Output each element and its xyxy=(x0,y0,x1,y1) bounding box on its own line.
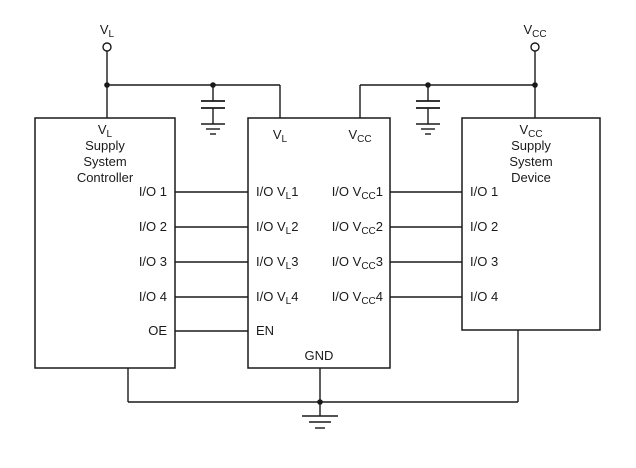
device-block-outline xyxy=(461,117,601,331)
junction-dot xyxy=(532,82,538,88)
ground-bus-wires xyxy=(127,330,519,429)
vcc-terminal xyxy=(530,42,540,52)
ground-symbol xyxy=(302,415,338,429)
controller-pin-oe-label: OE xyxy=(148,323,167,338)
controller-pin-label: I/O 3 xyxy=(139,254,167,269)
device-title-line: Supply xyxy=(511,138,551,153)
controller-pin-label: I/O 1 xyxy=(139,184,167,199)
controller-to-translator-wires xyxy=(175,191,248,332)
device-title-line: Device xyxy=(511,170,551,185)
device-title-line: System xyxy=(509,154,552,169)
vl-terminal xyxy=(102,42,112,52)
device-title: VCC xyxy=(519,122,542,140)
translator-to-device-wires xyxy=(390,191,462,298)
junction-dot xyxy=(104,82,110,88)
translator-left-pin-label: I/O VL2 xyxy=(256,219,298,237)
translator-right-pin-label: I/O VCC3 xyxy=(332,254,383,272)
bypass-capacitor-right xyxy=(416,85,440,135)
translator-vl-pin-label: VL xyxy=(273,127,288,145)
device-pin-label: I/O 3 xyxy=(470,254,498,269)
junction-dot xyxy=(317,399,323,405)
ground-symbol xyxy=(416,123,440,135)
vcc-rail-label: VCC xyxy=(523,22,546,40)
translator-vcc-pin-label: VCC xyxy=(348,127,371,145)
translator-en-pin-label: EN xyxy=(256,323,274,338)
translator-right-pin-label: I/O VCC2 xyxy=(332,219,383,237)
bypass-capacitor-left xyxy=(201,85,225,135)
vl-rail-wires xyxy=(102,42,281,118)
device-pin-label: I/O 4 xyxy=(470,289,498,304)
device-pin-label: I/O 2 xyxy=(470,219,498,234)
controller-title-line: System xyxy=(83,154,126,169)
translator-left-pin-label: I/O VL4 xyxy=(256,289,298,307)
controller-pin-label: I/O 4 xyxy=(139,289,167,304)
translator-left-pin-label: I/O VL1 xyxy=(256,184,298,202)
controller-title: VL xyxy=(98,122,113,140)
controller-pin-label: I/O 2 xyxy=(139,219,167,234)
vcc-rail-wires xyxy=(359,42,540,118)
controller-title-line: Supply xyxy=(85,138,125,153)
device-pin-label: I/O 1 xyxy=(470,184,498,199)
controller-title-line: Controller xyxy=(77,170,134,185)
translator-right-pin-label: I/O VCC4 xyxy=(332,289,383,307)
ground-symbol xyxy=(201,123,225,135)
translator-left-pin-label: I/O VL3 xyxy=(256,254,298,272)
vl-rail-label: VL xyxy=(100,22,115,40)
translator-gnd-pin-label: GND xyxy=(305,348,334,363)
translator-right-pin-label: I/O VCC1 xyxy=(332,184,383,202)
translator-block-outline xyxy=(247,117,391,369)
controller-block-outline xyxy=(34,117,176,369)
